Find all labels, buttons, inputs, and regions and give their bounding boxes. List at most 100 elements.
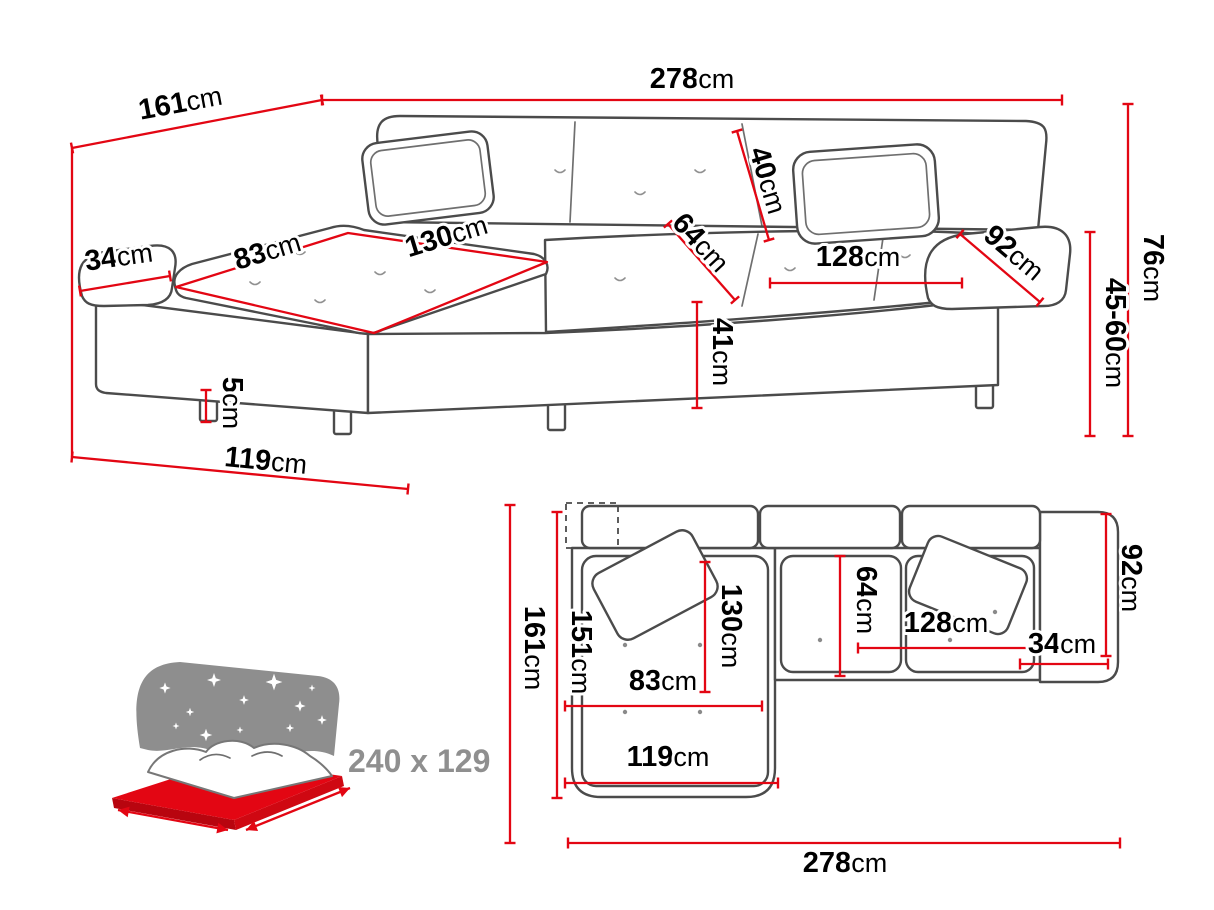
tspan-shape: cm — [716, 632, 746, 668]
rect-shape — [591, 529, 719, 641]
tspan-shape: cm — [851, 848, 887, 878]
tspan-shape: 128 — [904, 607, 952, 639]
plan-pillow-left — [591, 529, 719, 641]
dim-label-top-front-width: 119cm — [627, 741, 710, 773]
path-shape — [784, 267, 796, 272]
dim-label-top-chaise-length: 130cm — [715, 584, 747, 668]
path-shape — [199, 753, 231, 761]
tspan-shape: cm — [698, 64, 734, 94]
bed-length-arrow — [245, 786, 351, 832]
top-dimension-lines — [504, 503, 1122, 849]
sleeping-function: 240 x 129 — [112, 662, 490, 834]
tspan-shape: cm — [673, 742, 709, 772]
sofa-perspective-drawing — [77, 114, 1072, 436]
rect-shape — [361, 130, 495, 226]
circle-shape — [697, 642, 703, 648]
bed-icon — [112, 662, 351, 834]
rect-shape — [791, 143, 941, 245]
dim-line-chaise-outline — [174, 231, 549, 335]
circle-shape — [659, 675, 665, 681]
tspan-shape: 76 — [1137, 234, 1169, 266]
tspan-shape: cm — [184, 81, 225, 117]
path-shape — [694, 169, 706, 174]
path-shape — [634, 191, 646, 196]
plan-back-cushion — [758, 504, 902, 550]
circle-shape — [697, 709, 703, 715]
tspan-shape: cm — [707, 350, 737, 386]
tspan-shape: 41 — [706, 318, 738, 350]
dim-label-top-seat-width: 128cm — [904, 607, 988, 639]
tspan-shape: cm — [851, 598, 881, 634]
sofa-base-chaise — [94, 297, 370, 415]
dim-label-width: 278cm — [650, 63, 734, 95]
dim-label-front-width: 119cm — [223, 441, 308, 481]
perspective-dimension-lines — [69, 94, 1134, 495]
tspan-shape: 64 — [850, 566, 882, 598]
tspan-shape: 161 — [136, 86, 189, 126]
path-shape — [314, 299, 326, 304]
path-shape — [741, 233, 759, 307]
tspan-shape: cm — [1116, 576, 1146, 612]
circle-shape — [622, 642, 628, 648]
plan-pillow-right — [907, 534, 1029, 636]
dim-line-front-width — [70, 451, 410, 495]
tspan-shape: 130 — [715, 584, 747, 632]
circle-shape — [862, 609, 868, 615]
dim-label-seat-width: 128cm — [816, 241, 900, 273]
sleeping-person — [147, 739, 333, 799]
path-shape — [374, 271, 386, 276]
tspan-shape: cm — [661, 666, 697, 696]
circle-shape — [659, 752, 665, 758]
tspan-shape: cm — [270, 447, 309, 480]
tspan-shape: 119 — [223, 441, 273, 477]
circle-shape — [992, 609, 998, 615]
dim-line-depth — [69, 94, 325, 154]
tspan-shape: cm — [864, 242, 900, 272]
tspan-shape: 83 — [629, 665, 661, 697]
dim-label-top-width-total: 278cm — [803, 847, 887, 879]
tspan-shape: 5 — [216, 377, 248, 393]
dim-label-depth: 161cm — [136, 80, 225, 127]
tspan-shape: cm — [1100, 352, 1130, 388]
top-view: 161cm 151cm 130cm 64cm 92cm 128cm 34cm 8… — [504, 502, 1150, 882]
tspan-shape: cm — [1060, 629, 1096, 659]
dim-label-leg-height: 5cm — [216, 377, 248, 429]
tspan-shape: 92 — [1115, 544, 1147, 576]
bed-headboard — [136, 662, 340, 756]
rect-shape — [801, 152, 931, 236]
path-shape — [873, 230, 885, 301]
dim-label-total-height: 76cm — [1137, 234, 1169, 302]
tspan-shape: 128 — [816, 241, 864, 273]
dim-label-top-chaise-width: 83cm — [629, 665, 697, 697]
dim-line-backrest-cushion — [731, 128, 775, 243]
dim-label-top-depth-inner: 151cm — [565, 610, 597, 694]
tspan-shape: cm — [1138, 266, 1168, 302]
sofa-leg — [546, 401, 567, 432]
rect-shape — [907, 534, 1029, 636]
tspan-shape: 278 — [803, 847, 851, 879]
dim-line-seat-depth — [663, 219, 740, 305]
dim-label-top-armrest-depth: 92cm — [1115, 544, 1147, 612]
tspan-shape: cm — [519, 654, 549, 690]
perspective-view: 278cm 161cm 119cm 34cm 83cm 130cm 128cm … — [69, 60, 1172, 495]
rect-shape — [369, 139, 487, 217]
tspan-shape: cm — [566, 658, 596, 694]
path-shape — [294, 251, 306, 256]
dim-label-top-depth-total: 161cm — [518, 606, 550, 690]
path-shape — [614, 277, 626, 282]
tspan-shape: 278 — [650, 63, 698, 95]
tspan-shape: 45-60 — [1099, 278, 1131, 352]
plan-dashed-corner — [565, 502, 619, 549]
dim-line-armrest-depth — [955, 229, 1045, 307]
bed-width-arrow — [117, 806, 229, 834]
tspan-shape: 34 — [1028, 628, 1060, 660]
sleeping-area-size-label: 240 x 129 — [348, 743, 490, 779]
tspan-shape: 119 — [627, 741, 674, 773]
plan-back-cushion — [900, 504, 1042, 550]
sofa-pillow-right — [791, 143, 941, 245]
path-shape — [899, 254, 911, 259]
tspan-shape: cm — [115, 237, 155, 272]
dim-line-armrest-width — [77, 270, 173, 297]
